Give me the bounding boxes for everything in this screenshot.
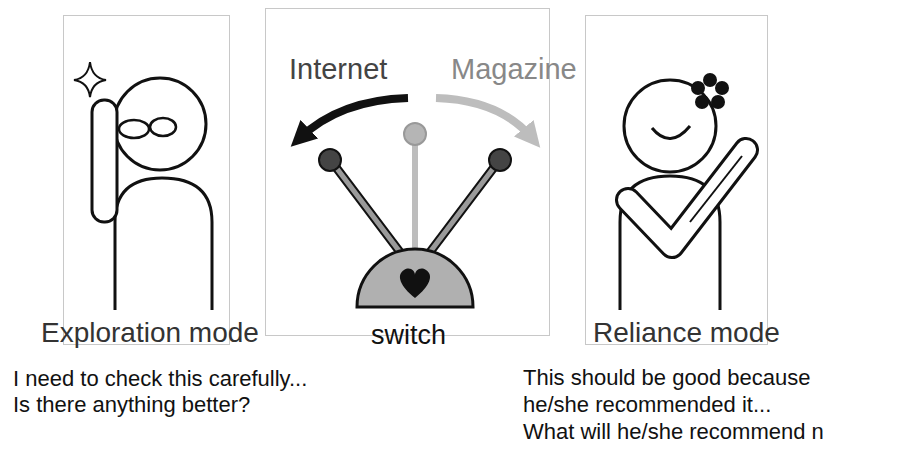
- explorer-figure: [74, 62, 212, 310]
- lever-knob: [319, 149, 341, 171]
- internet-arrow: [300, 98, 408, 138]
- figure-head: [114, 78, 206, 170]
- lever-knob: [404, 123, 426, 145]
- raised-hand: [92, 100, 117, 222]
- thought-text: I need to check this carefully...: [13, 368, 307, 390]
- switch-panel: InternetMagazineswitch: [265, 8, 550, 336]
- thought-text: Is there anything better?: [13, 394, 250, 416]
- switch-label: switch: [371, 322, 446, 349]
- glasses-lens: [150, 118, 176, 136]
- glasses-lens: [119, 120, 149, 138]
- magazine-arrow: [436, 98, 532, 138]
- switch-illustration: [300, 98, 532, 307]
- flower-symbol: [691, 73, 729, 109]
- switch-base: [357, 249, 473, 307]
- heart-symbol: [400, 269, 430, 298]
- lever-knob: [489, 149, 511, 171]
- figure-head: [624, 80, 716, 172]
- figure-body: [115, 178, 212, 310]
- mode-title: Exploration mode: [41, 319, 259, 347]
- arm-outline: [628, 150, 746, 246]
- reliant-figure: [620, 73, 746, 310]
- mode-panel: Exploration modeI need to check this car…: [63, 15, 230, 345]
- thought-text: This should be good because: [523, 367, 810, 389]
- smile: [652, 126, 690, 139]
- source-label: Magazine: [451, 55, 577, 84]
- mode-title: Reliance mode: [593, 319, 780, 347]
- thought-text: What will he/she recommend n: [523, 421, 824, 443]
- glasses-bridge: [149, 127, 150, 130]
- thought-text: he/she recommended it...: [523, 394, 771, 416]
- arm: [628, 150, 746, 246]
- finger-line: [690, 156, 742, 222]
- source-label: Internet: [289, 55, 387, 84]
- mode-panel: Reliance modeThis should be good because…: [585, 15, 768, 345]
- sparkle-symbol: [74, 62, 106, 97]
